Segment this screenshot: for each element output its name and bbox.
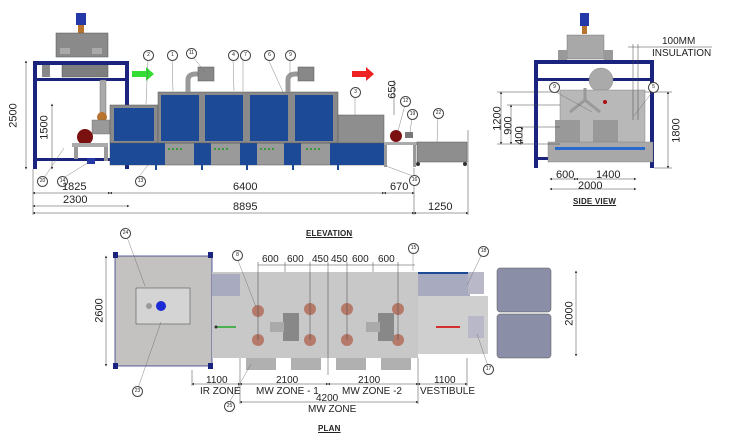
vestibule-length: 1100 [434, 375, 456, 386]
balloon-12: 12 [400, 96, 411, 107]
mw2-zone-label: MW ZONE -2 [342, 386, 402, 397]
dim-outfeed-table: 1250 [428, 201, 453, 213]
balloon-20: 20 [37, 176, 48, 187]
insulation-label-1: 100MM [662, 36, 696, 47]
dim-exit-conveyor: 670 [390, 181, 409, 193]
balloon-7: 7 [240, 50, 251, 61]
dim-side-overall-height: 1800 [670, 118, 683, 143]
mw2-zone-length: 2100 [358, 375, 381, 386]
balloon-24: 24 [120, 228, 131, 239]
dim-side-overall-width: 2000 [578, 180, 603, 192]
balloon-4: 4 [228, 50, 239, 61]
elevation-title: ELEVATION [306, 229, 353, 238]
plan-view [104, 252, 578, 404]
balloon-9-side: 9 [549, 82, 560, 93]
elevation-view [24, 13, 469, 215]
balloon-14: 14 [57, 176, 68, 187]
dim-spacing-3: 450 [312, 254, 329, 265]
balloon-15: 15 [408, 243, 419, 254]
balloon-18: 18 [478, 246, 489, 257]
mw1-zone-length: 2100 [276, 375, 299, 386]
dim-side-w1: 600 [556, 169, 575, 181]
balloon-3: 3 [350, 87, 361, 98]
dim-spacing-2: 600 [287, 254, 304, 265]
mw-total-length: 4200 [316, 393, 339, 404]
dim-exit-height: 650 [386, 80, 399, 99]
blue-dial-icon [156, 301, 166, 311]
balloon-19: 19 [407, 109, 418, 120]
side-view [497, 13, 712, 191]
outlet-arrow-icon [352, 67, 374, 81]
balloon-22: 22 [433, 108, 444, 119]
dim-spacing-4: 450 [331, 254, 348, 265]
plan-title: PLAN [318, 424, 341, 433]
dim-side-h3: 400 [513, 126, 526, 145]
dim-side-w2: 1400 [596, 169, 621, 181]
feeder-motor-icon [76, 13, 86, 25]
inlet-arrow-icon [132, 67, 154, 81]
balloon-17: 17 [483, 364, 494, 375]
dim-spacing-6: 600 [378, 254, 395, 265]
balloon-8: 8 [232, 250, 243, 261]
balloon-6: 6 [264, 50, 275, 61]
dim-tunnel-length: 6400 [233, 181, 258, 193]
dim-spacing-1: 600 [262, 254, 279, 265]
dim-plan-outfeed-width: 2000 [563, 301, 576, 326]
balloon-5: 5 [648, 82, 659, 93]
leader-lines [43, 56, 654, 404]
dim-feeder-base: 1825 [62, 181, 87, 193]
balloon-1: 1 [167, 50, 178, 61]
insulation-label-2: INSULATION [652, 48, 712, 59]
vestibule-label: VESTIBULE [420, 386, 476, 397]
mw-total-label: MW ZONE [308, 404, 357, 415]
dim-plan-frame-width: 2600 [93, 298, 106, 323]
dim-feeder-frame: 2300 [63, 194, 88, 206]
balloon-11: 11 [186, 48, 197, 59]
ir-zone-length: 1100 [206, 375, 228, 386]
balloon-9: 9 [285, 50, 296, 61]
mw1-zone-label: MW ZONE - 1 [256, 386, 319, 397]
dim-overall-length: 8895 [233, 201, 258, 213]
balloon-23: 23 [132, 386, 143, 397]
side-view-title: SIDE VIEW [573, 197, 617, 206]
balloon-13: 13 [135, 176, 146, 187]
balloon-25: 25 [224, 401, 235, 412]
balloon-2: 2 [143, 50, 154, 61]
dim-feed-height: 1500 [38, 115, 51, 140]
balloon-16: 16 [409, 175, 420, 186]
dim-spacing-5: 600 [352, 254, 369, 265]
ir-zone-label: IR ZONE [200, 386, 241, 397]
dim-overall-height: 2500 [7, 103, 20, 128]
